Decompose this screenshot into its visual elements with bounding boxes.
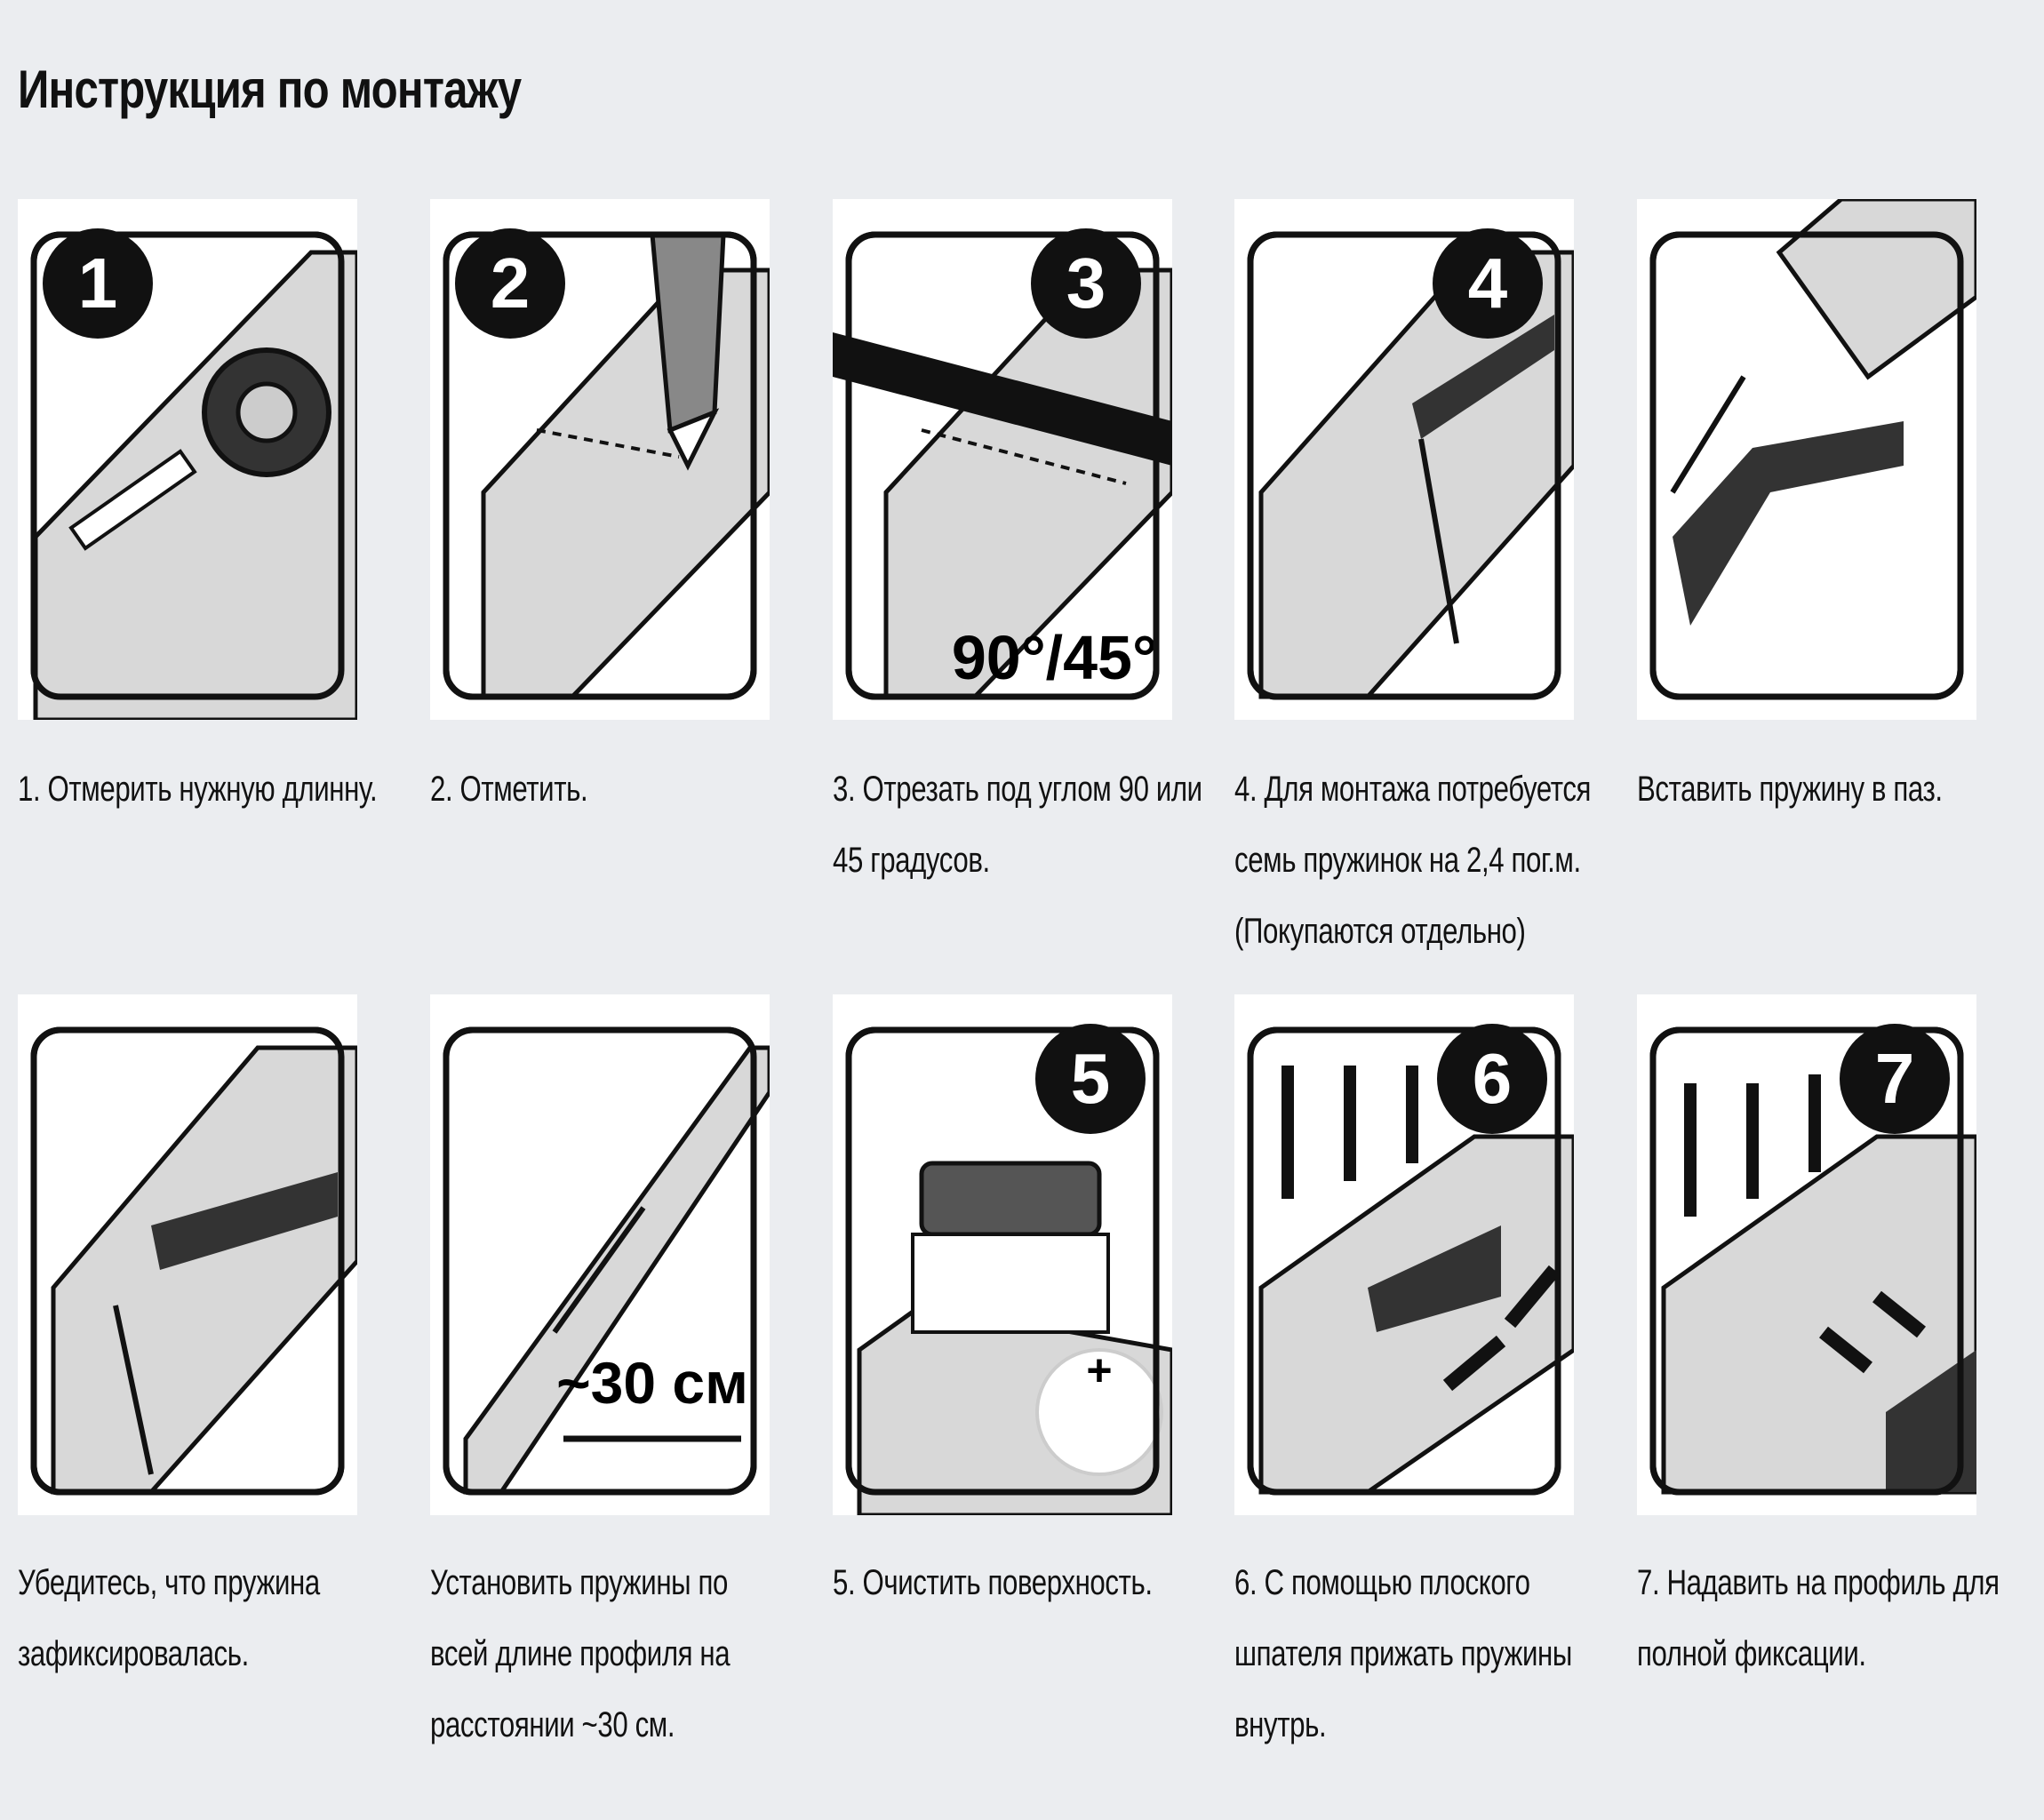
step-number: 7 <box>1875 1039 1915 1118</box>
caption-line: 2. Отметить. <box>430 770 588 809</box>
step-number-badge <box>43 228 153 339</box>
caption-line: шпателя прижать пружины <box>1234 1634 1572 1673</box>
caption-line: полной фиксации. <box>1637 1634 1866 1673</box>
step-number: 2 <box>491 243 531 323</box>
step-caption: Вставить пружину в паз. <box>1637 764 2044 835</box>
step-illustration: ~30 см <box>430 994 770 1515</box>
illustration-label: ~30 см <box>556 1350 748 1416</box>
step-illustration <box>1637 199 1976 720</box>
illustration-svg: 6 <box>1247 1024 1574 1496</box>
caption-line: 6. С помощью плоского <box>1234 1563 1530 1602</box>
step-caption: 6. С помощью плоского шпателя прижать пру… <box>1234 1558 1652 1771</box>
illustration-label: 90°/45° <box>952 623 1157 692</box>
step-number: 5 <box>1071 1039 1111 1118</box>
caption-line: 45 градусов. <box>833 841 990 880</box>
step-number: 6 <box>1473 1039 1513 1118</box>
caption-line: 5. Очистить поверхность. <box>833 1563 1153 1602</box>
caption-line: зафиксировалась. <box>18 1634 249 1673</box>
step-illustration: 2 <box>430 199 770 720</box>
step-caption: Установить пружины по всей длине профиля … <box>430 1558 848 1771</box>
caption-line: 3. Отрезать под углом 90 или <box>833 770 1202 809</box>
illustration-svg: 90°/45° 3 <box>833 228 1172 700</box>
step-illustration: 1 <box>18 199 357 720</box>
step-number-badge <box>1437 1024 1547 1134</box>
step-caption: 3. Отрезать под углом 90 или 45 градусов. <box>833 764 1250 906</box>
illustration-svg: 7 <box>1649 1024 1976 1496</box>
step-number-badge <box>1433 228 1543 339</box>
step-illustration: 7 <box>1637 994 1976 1515</box>
step-illustration: 6 <box>1234 994 1574 1515</box>
step-number: 1 <box>78 243 118 323</box>
caption-line: расстоянии ~30 см. <box>430 1705 675 1744</box>
caption-line: 4. Для монтажа потребуется <box>1234 770 1592 809</box>
illustration-svg <box>30 1026 357 1496</box>
step-number: 4 <box>1468 243 1508 323</box>
step-caption: 7. Надавить на профиль для полной фиксаци… <box>1637 1558 2044 1700</box>
illustration-svg: +5 <box>845 1024 1172 1515</box>
step-caption: 4. Для монтажа потребуется семь пружинок … <box>1234 764 1652 978</box>
caption-line: семь пружинок на 2,4 пог.м. <box>1234 841 1581 880</box>
step-illustration <box>18 994 357 1515</box>
illustration-svg <box>1649 199 1976 700</box>
step-caption: 5. Очистить поверхность. <box>833 1558 1250 1629</box>
caption-line: (Покупаются отдельно) <box>1234 912 1526 951</box>
caption-line: 7. Надавить на профиль для <box>1637 1563 2000 1602</box>
step-illustration: 4 <box>1234 199 1574 720</box>
step-caption: 1. Отмерить нужную длинну. <box>18 764 435 835</box>
illustration-svg: 2 <box>443 228 770 700</box>
caption-line: Установить пружины по <box>430 1563 728 1602</box>
step-number-badge <box>1035 1024 1146 1134</box>
illustration-svg: 1 <box>30 228 357 720</box>
step-illustration: +5 <box>833 994 1172 1515</box>
caption-line: внутрь. <box>1234 1705 1327 1744</box>
caption-line: Вставить пружину в паз. <box>1637 770 1943 809</box>
step-number-badge <box>1031 228 1141 339</box>
step-caption: Убедитесь, что пружина зафиксировалась. <box>18 1558 435 1700</box>
caption-line: 1. Отмерить нужную длинну. <box>18 770 378 809</box>
illustration-label: + <box>1086 1345 1112 1395</box>
step-number-badge <box>455 228 565 339</box>
step-caption: 2. Отметить. <box>430 764 848 835</box>
page-title: Инструкция по монтажу <box>18 60 522 119</box>
step-number-badge <box>1840 1024 1950 1134</box>
step-illustration: 90°/45° 3 <box>833 199 1172 720</box>
caption-line: Убедитесь, что пружина <box>18 1563 320 1602</box>
step-number: 3 <box>1066 243 1106 323</box>
caption-line: всей длине профиля на <box>430 1634 731 1673</box>
illustration-svg: ~30 см <box>443 1026 770 1496</box>
illustration-svg: 4 <box>1247 228 1574 700</box>
